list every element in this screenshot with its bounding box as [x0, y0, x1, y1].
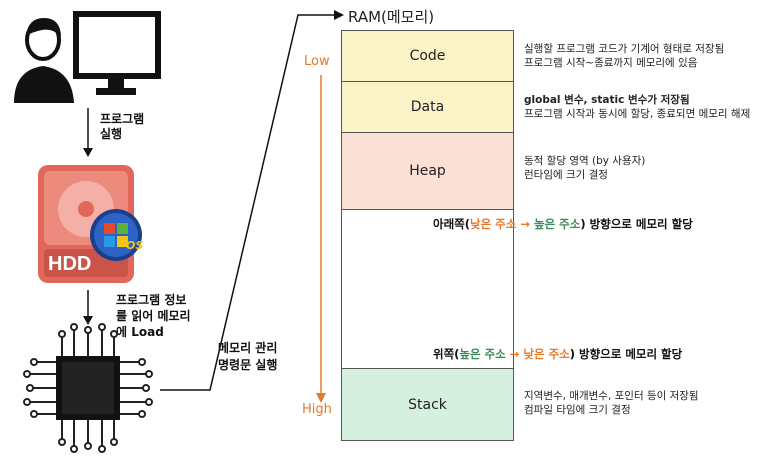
- user-computer-icon: [14, 11, 161, 103]
- step2-label: 프로그램 정보 를 읽어 메모리 에 Load: [116, 293, 191, 339]
- desc-heap-line2: 런타임에 크기 결정: [524, 169, 608, 181]
- stack-growth-prefix: 위쪽(: [433, 347, 460, 361]
- stack-growth-from: 높은 주소: [459, 347, 506, 361]
- hdd-icon: HDD OS: [38, 165, 146, 287]
- cpu-chip-icon: [23, 323, 153, 453]
- os-label: OS: [126, 239, 144, 252]
- desc-data: global 변수, static 변수가 저장됨 프로그램 시작과 동시에 할…: [524, 93, 750, 121]
- segment-data: Data: [341, 81, 514, 133]
- stack-growth-text: 위쪽(높은 주소 → 낮은 주소) 방향으로 메모리 할당: [433, 347, 682, 362]
- segment-free: [341, 209, 514, 369]
- segment-heap: Heap: [341, 132, 514, 210]
- desc-stack-line2: 컴파일 타임에 크기 결정: [524, 404, 631, 416]
- segment-code: Code: [341, 30, 514, 82]
- desc-data-line1: global 변수, static 변수가 저장됨: [524, 94, 690, 106]
- segment-code-label: Code: [409, 48, 446, 64]
- ram-title: RAM(메모리): [348, 8, 435, 26]
- heap-growth-to: 높은 주소: [533, 217, 581, 231]
- desc-code: 실행할 프로그램 코드가 기계어 형태로 저장됨 프로그램 시작~종료까지 메모…: [524, 42, 724, 70]
- desc-stack-line1: 지역변수, 매개변수, 포인터 등이 저장됨: [524, 390, 699, 402]
- cpu-label: 메모리 관리 명령문 실행: [218, 341, 278, 372]
- high-label: High: [302, 402, 332, 417]
- low-label: Low: [304, 54, 330, 69]
- segment-stack: Stack: [341, 368, 514, 441]
- desc-code-line2: 프로그램 시작~종료까지 메모리에 있음: [524, 57, 698, 69]
- desc-data-line2: 프로그램 시작과 동시에 할당, 종료되면 메모리 해제: [524, 108, 751, 120]
- desc-stack: 지역변수, 매개변수, 포인터 등이 저장됨 컴파일 타임에 크기 결정: [524, 389, 699, 417]
- segment-stack-label: Stack: [408, 396, 447, 413]
- desc-heap: 동적 할당 영역 (by 사용자) 런타임에 크기 결정: [524, 154, 645, 182]
- desc-heap-line1: 동적 할당 영역 (by 사용자): [524, 155, 646, 167]
- segment-data-label: Data: [410, 99, 445, 115]
- heap-growth-text: 아래쪽(낮은 주소 → 높은 주소) 방향으로 메모리 할당: [433, 217, 693, 232]
- heap-growth-suffix: ) 방향으로 메모리 할당: [580, 217, 693, 231]
- heap-growth-arrow: →: [516, 217, 534, 231]
- desc-code-line1: 실행할 프로그램 코드가 기계어 형태로 저장됨: [524, 43, 725, 55]
- heap-growth-from: 낮은 주소: [470, 217, 517, 231]
- stack-growth-arrow: →: [505, 347, 524, 361]
- hdd-label: HDD: [48, 253, 92, 275]
- stack-growth-to: 낮은 주소: [523, 347, 570, 361]
- step1-label: 프로그램 실행: [100, 112, 145, 141]
- segment-heap-label: Heap: [409, 163, 446, 179]
- heap-growth-prefix: 아래쪽(: [433, 217, 470, 231]
- stack-growth-suffix: ) 방향으로 메모리 할당: [569, 347, 683, 361]
